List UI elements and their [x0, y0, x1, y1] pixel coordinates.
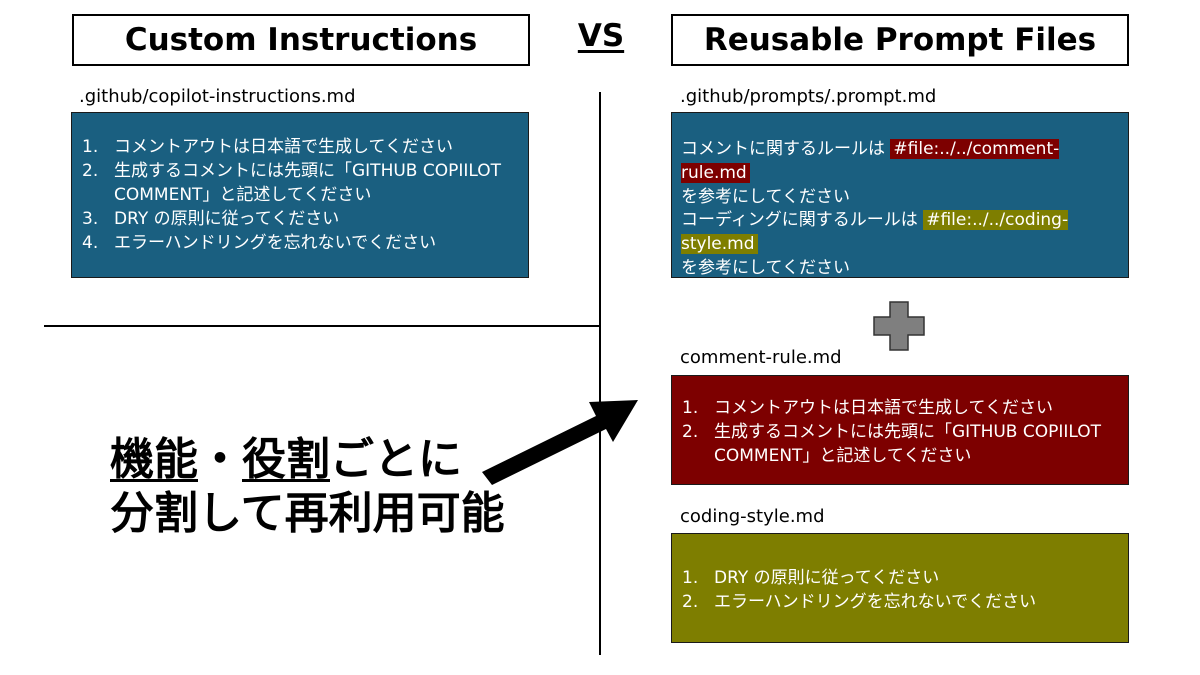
tagline: 機能・役割ごとに 分割して再利用可能 — [110, 433, 505, 541]
list-text: 生成するコメントには先頭に「GITHUB COPIILOT COMMENT」と記… — [114, 161, 502, 205]
tagline-separator: ・ — [198, 434, 242, 485]
copilot-instructions-list: 1. コメントアウトは日本語で生成してください 2. 生成するコメントには先頭に「G… — [82, 135, 520, 255]
list-item: 2. エラーハンドリングを忘れないでください — [682, 590, 1120, 614]
tagline-function: 機能 — [110, 434, 198, 485]
arrow-icon — [482, 400, 638, 485]
list-text: DRY の原則に従ってください — [714, 568, 940, 588]
list-item: 4. エラーハンドリングを忘れないでください — [82, 231, 520, 255]
prompt-file-label: .github/prompts/.prompt.md — [680, 86, 937, 107]
tagline-role: 役割 — [242, 434, 330, 485]
list-number: 1. — [82, 137, 99, 157]
reference-prefix: コメントに関するルールは — [681, 139, 885, 159]
list-text: 生成するコメントには先頭に「GITHUB COPIILOT COMMENT」と記… — [714, 422, 1102, 466]
coding-style-box: 1. DRY の原則に従ってください 2. エラーハンドリングを忘れないでください — [671, 533, 1129, 643]
comment-rule-list: 1. コメントアウトは日本語で生成してください 2. 生成するコメントには先頭に「G… — [682, 396, 1120, 468]
list-item: 2. 生成するコメントには先頭に「GITHUB COPIILOT COMMENT」… — [82, 159, 520, 207]
list-item: 1. コメントアウトは日本語で生成してください — [682, 396, 1120, 420]
list-text: コメントアウトは日本語で生成してください — [114, 137, 453, 157]
list-number: 2. — [682, 592, 699, 612]
horizontal-divider — [44, 325, 600, 327]
plus-icon — [873, 301, 925, 351]
list-text: エラーハンドリングを忘れないでください — [714, 592, 1037, 612]
list-item: 3. DRY の原則に従ってください — [82, 207, 520, 231]
comment-rule-box: 1. コメントアウトは日本語で生成してください 2. 生成するコメントには先頭に「G… — [671, 375, 1129, 485]
custom-instructions-title: Custom Instructions — [72, 14, 530, 66]
coding-style-reference: コーディングに関するルールは #file:../../coding-style.… — [681, 208, 1122, 280]
list-number: 1. — [682, 398, 699, 418]
list-text: DRY の原則に従ってください — [114, 209, 340, 229]
copilot-instructions-box: 1. コメントアウトは日本語で生成してください 2. 生成するコメントには先頭に「G… — [71, 112, 529, 278]
list-number: 4. — [82, 233, 99, 253]
reusable-prompt-files-title-text: Reusable Prompt Files — [703, 22, 1097, 58]
comment-rule-file-label: comment-rule.md — [680, 347, 842, 368]
list-text: エラーハンドリングを忘れないでください — [114, 233, 437, 253]
tagline-suffix: ごとに — [330, 434, 462, 485]
list-item: 1. コメントアウトは日本語で生成してください — [82, 135, 520, 159]
vs-label: VS — [577, 18, 625, 54]
reference-suffix: を参考にしてください — [681, 258, 850, 278]
comment-rule-reference: コメントに関するルールは #file:../../comment-rule.md… — [681, 137, 1122, 209]
custom-instructions-title-text: Custom Instructions — [124, 22, 478, 58]
list-item: 2. 生成するコメントには先頭に「GITHUB COPIILOT COMMENT」… — [682, 420, 1120, 468]
vertical-divider — [599, 92, 601, 655]
reference-suffix: を参考にしてください — [681, 187, 850, 207]
list-number: 2. — [682, 422, 699, 442]
list-number: 2. — [82, 161, 99, 181]
reusable-prompt-files-title: Reusable Prompt Files — [671, 14, 1129, 66]
list-text: コメントアウトは日本語で生成してください — [714, 398, 1053, 418]
list-item: 1. DRY の原則に従ってください — [682, 566, 1120, 590]
copilot-instructions-file-label: .github/copilot-instructions.md — [79, 86, 356, 107]
tagline-line2: 分割して再利用可能 — [110, 488, 505, 539]
coding-style-list: 1. DRY の原則に従ってください 2. エラーハンドリングを忘れないでください — [682, 566, 1120, 614]
list-number: 3. — [82, 209, 99, 229]
reference-prefix: コーディングに関するルールは — [681, 210, 918, 230]
list-number: 1. — [682, 568, 699, 588]
prompt-file-box: コメントに関するルールは #file:../../comment-rule.md… — [671, 112, 1129, 278]
coding-style-file-label: coding-style.md — [680, 506, 825, 527]
